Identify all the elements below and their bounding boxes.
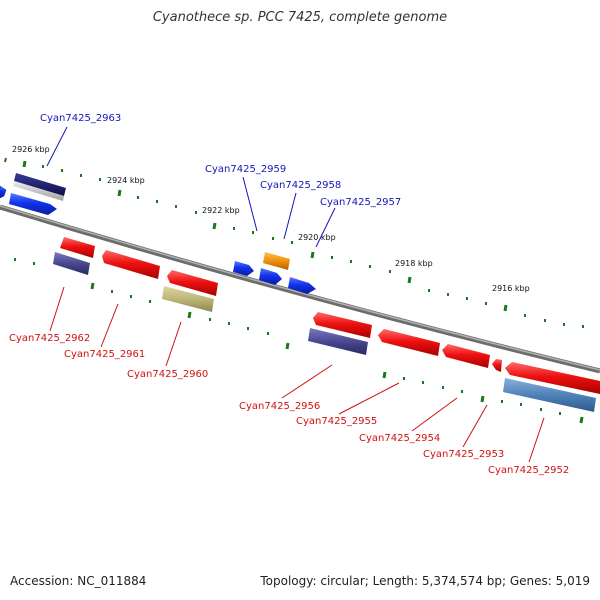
- tick-row-lower: [14, 258, 584, 424]
- kbp-label: 2916 kbp: [492, 284, 530, 293]
- leader-lines-bottom: [49, 286, 545, 463]
- gene-cyan7425-2953[interactable]: [505, 362, 600, 394]
- gene-cyan7425-2956-lower[interactable]: [308, 328, 368, 355]
- gene-label-bottom[interactable]: Cyan7425_2960: [127, 369, 208, 380]
- gene-label-bottom[interactable]: Cyan7425_2961: [64, 349, 145, 360]
- gene-blue-arrow[interactable]: [9, 193, 57, 215]
- tick-row-upper: [4, 157, 584, 328]
- gene-label-top[interactable]: Cyan7425_2963: [40, 113, 121, 124]
- gene-cyan7425-2961[interactable]: [102, 250, 160, 279]
- gene-cyan7425-2956[interactable]: [313, 312, 372, 338]
- gene-cyan7425-2959[interactable]: [233, 261, 254, 276]
- kbp-label: 2922 kbp: [202, 206, 240, 215]
- gene-label-bottom[interactable]: Cyan7425_2954: [359, 433, 440, 444]
- gene-cyan7425-2962[interactable]: [60, 237, 95, 258]
- gene-cyan7425-2962-lower[interactable]: [53, 252, 90, 275]
- gene-blue-arrow[interactable]: [259, 268, 282, 285]
- gene-label-top[interactable]: Cyan7425_2959: [205, 164, 286, 175]
- gene-partial-left[interactable]: [0, 185, 7, 199]
- gene-cyan7425-2963[interactable]: [14, 173, 66, 196]
- kbp-label: 2924 kbp: [107, 176, 145, 185]
- gene-cyan7425-2963-shadow: [13, 181, 64, 201]
- leader-lines-top: [46, 126, 336, 248]
- gene-cyan7425-2960[interactable]: [162, 286, 214, 312]
- genome-backbone: [0, 204, 600, 374]
- gene-cyan7425-2957[interactable]: [288, 277, 316, 294]
- map-title: Cyanothece sp. PCC 7425, complete genome: [152, 10, 448, 25]
- gene-label-bottom[interactable]: Cyan7425_2953: [423, 449, 504, 460]
- gene-red-arrow[interactable]: [167, 270, 218, 296]
- kbp-label: 2920 kbp: [298, 233, 336, 242]
- gene-label-bottom[interactable]: Cyan7425_2955: [296, 416, 377, 427]
- gene-cyan7425-2958[interactable]: [263, 252, 290, 270]
- gene-label-bottom[interactable]: Cyan7425_2956: [239, 401, 320, 412]
- gene-cyan7425-2955[interactable]: [378, 329, 440, 356]
- accession-text: Accession: NC_011884: [10, 574, 147, 588]
- gene-cyan7425-2954[interactable]: [442, 344, 490, 368]
- gene-label-bottom[interactable]: Cyan7425_2962: [9, 333, 90, 344]
- kbp-label: 2918 kbp: [395, 259, 433, 268]
- gene-label-top[interactable]: Cyan7425_2957: [320, 197, 401, 208]
- gene-red-small[interactable]: [492, 359, 502, 372]
- genome-stats-text: Topology: circular; Length: 5,374,574 bp…: [260, 574, 590, 588]
- genome-backbone-highlight: [0, 205, 600, 371]
- gene-cyan7425-2952[interactable]: [503, 378, 596, 412]
- gene-label-bottom[interactable]: Cyan7425_2952: [488, 465, 569, 476]
- gene-label-top[interactable]: Cyan7425_2958: [260, 180, 341, 191]
- kbp-label: 2926 kbp: [12, 145, 50, 154]
